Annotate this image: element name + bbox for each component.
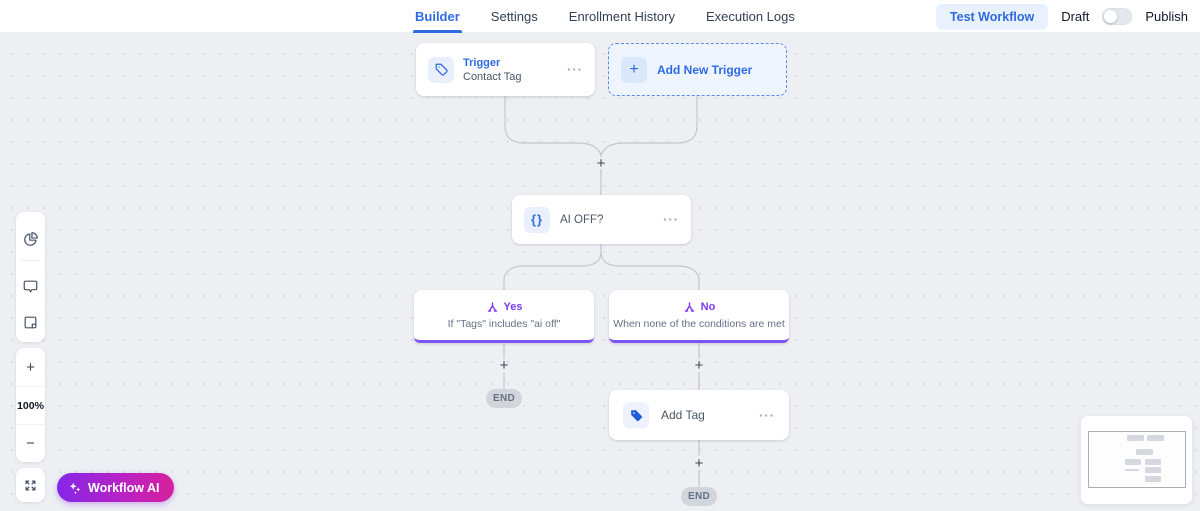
no-branch-node[interactable]: No When none of the conditions are met: [609, 290, 789, 343]
top-header: Builder Settings Enrollment History Exec…: [0, 0, 1200, 33]
minimap-viewport[interactable]: [1088, 431, 1186, 488]
no-branch-label: No: [700, 301, 716, 313]
tag-filled-icon: [623, 402, 649, 428]
condition-node-menu-icon[interactable]: ···: [663, 212, 679, 227]
tab-execution-logs[interactable]: Execution Logs: [705, 9, 795, 24]
header-actions: Test Workflow Draft Publish: [935, 0, 1188, 33]
zoom-in-button[interactable]: +: [26, 358, 35, 376]
tab-enrollment-history[interactable]: Enrollment History: [568, 9, 675, 24]
minimap-node-block: [1136, 449, 1153, 455]
yes-branch-condition: If "Tags" includes "ai off": [447, 317, 561, 330]
publish-label: Publish: [1145, 9, 1188, 24]
sticky-note-icon[interactable]: [16, 307, 45, 337]
workflow-canvas[interactable]: [0, 33, 1200, 511]
plus-icon: +: [621, 56, 647, 83]
no-branch-condition: When none of the conditions are met: [613, 317, 785, 330]
add-step-button[interactable]: +: [596, 154, 606, 172]
add-step-button[interactable]: +: [694, 356, 704, 374]
add-tag-node-title: Add Tag: [661, 408, 705, 422]
workflow-ai-label: Workflow AI: [88, 480, 160, 495]
workflow-ai-button[interactable]: Workflow AI: [57, 473, 174, 502]
minimap-node-block: [1125, 469, 1139, 471]
yes-branch-header: Yes: [486, 301, 523, 314]
minimap-node-block: [1145, 476, 1161, 482]
trigger-node[interactable]: Trigger Contact Tag ···: [416, 43, 595, 96]
add-new-trigger-node[interactable]: + Add New Trigger: [608, 43, 787, 96]
trigger-node-subtitle: Contact Tag: [463, 70, 522, 83]
comment-icon[interactable]: [16, 271, 45, 301]
zoom-controls-panel: + 100% −: [16, 348, 45, 462]
zoom-out-button[interactable]: −: [16, 424, 45, 462]
yes-branch-node[interactable]: Yes If "Tags" includes "ai off": [414, 290, 594, 343]
trigger-node-text: Trigger Contact Tag: [463, 57, 558, 83]
no-branch-header: No: [683, 301, 716, 314]
yes-branch-label: Yes: [503, 301, 523, 313]
sparkles-icon: [69, 482, 81, 494]
trigger-node-title: Trigger: [463, 56, 501, 69]
condition-node[interactable]: {} AI OFF? ···: [512, 195, 691, 244]
add-step-button[interactable]: +: [499, 356, 509, 374]
test-workflow-button[interactable]: Test Workflow: [935, 3, 1049, 30]
tab-settings[interactable]: Settings: [490, 9, 538, 24]
branch-split-icon: [487, 301, 497, 312]
curly-braces-icon: {}: [524, 206, 550, 233]
tag-outline-icon: [428, 56, 454, 83]
add-new-trigger-label: Add New Trigger: [657, 62, 753, 77]
stats-pie-icon[interactable]: [16, 224, 45, 254]
tab-builder[interactable]: Builder: [413, 0, 462, 33]
minimap-node-block: [1147, 435, 1164, 441]
minimap-node-block: [1145, 459, 1161, 465]
minimap-node-block: [1127, 435, 1144, 441]
divider: [21, 260, 40, 261]
add-step-button[interactable]: +: [694, 454, 704, 472]
expand-arrows-icon: [25, 480, 36, 490]
braces-glyph: {}: [530, 212, 544, 227]
trigger-node-menu-icon[interactable]: ···: [567, 62, 583, 77]
toggle-knob: [1104, 10, 1118, 23]
end-badge: END: [681, 487, 717, 506]
fit-to-screen-button[interactable]: [16, 468, 45, 502]
branch-split-icon: [684, 301, 694, 312]
zoom-level: 100%: [16, 386, 45, 424]
minimap[interactable]: [1080, 415, 1193, 505]
minimap-node-block: [1145, 467, 1161, 473]
draft-label: Draft: [1061, 9, 1090, 24]
condition-node-title: AI OFF?: [560, 213, 604, 226]
add-tag-node-menu-icon[interactable]: ···: [759, 407, 775, 423]
add-tag-node[interactable]: Add Tag ···: [609, 390, 789, 440]
minimap-node-block: [1125, 459, 1141, 465]
canvas-tools-panel: [16, 212, 45, 342]
publish-toggle[interactable]: [1102, 8, 1133, 25]
tab-bar: Builder Settings Enrollment History Exec…: [413, 0, 795, 33]
end-badge: END: [486, 389, 522, 408]
